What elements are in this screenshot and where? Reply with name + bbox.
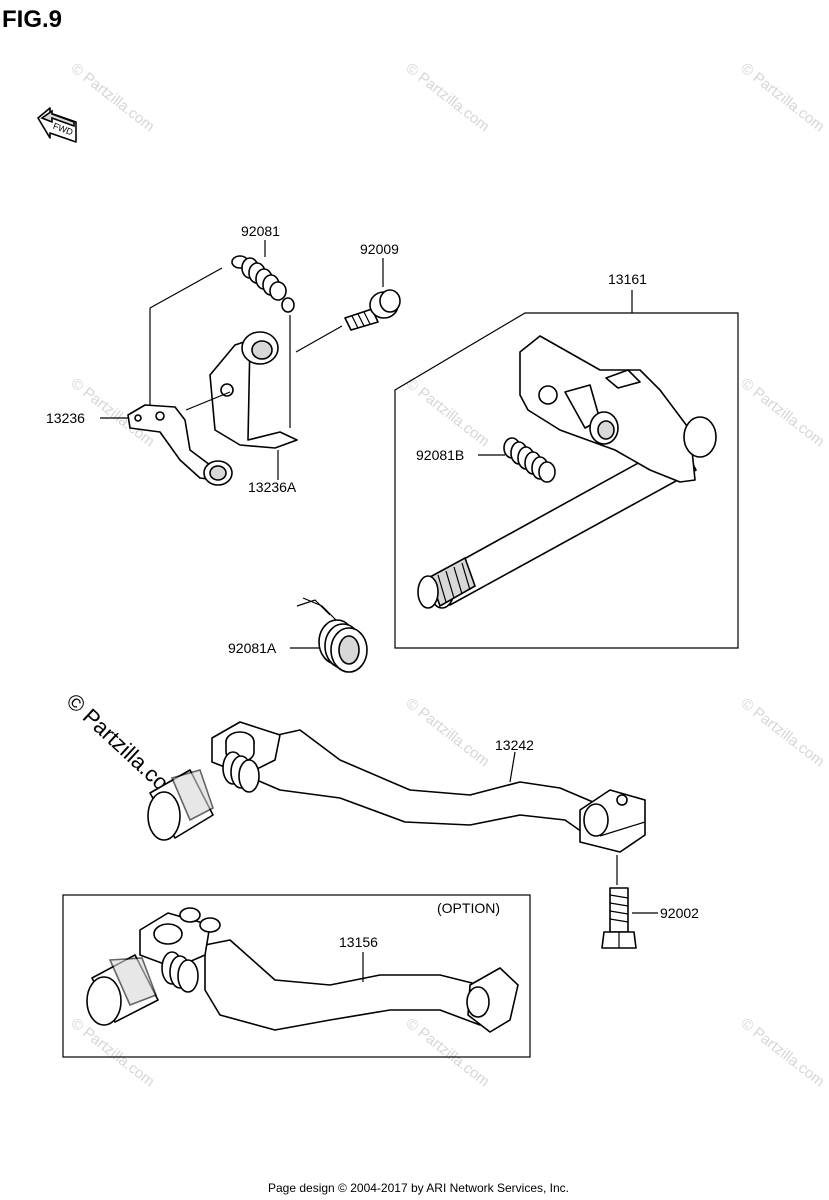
watermark: © Partzilla.com	[738, 1015, 828, 1091]
part-label-92009: 92009	[360, 241, 399, 257]
option-label: (OPTION)	[437, 900, 500, 916]
assembly-box-13161	[394, 312, 739, 649]
bracket-13236A	[209, 331, 298, 449]
assembly-line	[295, 325, 343, 353]
assembly-line	[185, 391, 231, 411]
leader-13242	[509, 751, 516, 783]
spring-92081B	[503, 437, 556, 483]
option-box	[62, 894, 531, 1058]
assembly-line	[149, 267, 223, 309]
watermark: © Partzilla.com	[403, 60, 493, 136]
spring-92081A	[296, 597, 368, 673]
part-label-92002: 92002	[660, 905, 699, 921]
part-label-92081A: 92081A	[228, 640, 277, 656]
watermark: © Partzilla.com	[403, 1015, 493, 1091]
part-label-13242: 13242	[495, 737, 534, 753]
part-label-13156: 13156	[339, 934, 378, 950]
watermark: © Partzilla.com	[403, 695, 493, 771]
watermark: © Partzilla.com	[403, 375, 493, 451]
watermark: © Partzilla.com	[738, 695, 828, 771]
shift-pedal-13242	[147, 721, 646, 853]
spring-92081	[231, 255, 295, 313]
watermark: © Partzilla.com	[738, 375, 828, 451]
footer-credit: Page design © 2004-2017 by ARI Network S…	[268, 1181, 569, 1195]
watermark: © Partzilla.com	[68, 60, 158, 136]
watermark: © Partzilla.com	[68, 1015, 158, 1091]
part-label-13236A: 13236A	[248, 479, 297, 495]
figure-title: FIG.9	[2, 6, 62, 33]
bolt-92009	[344, 289, 401, 331]
part-label-92081B: 92081B	[416, 447, 464, 463]
part-label-13161: 13161	[608, 271, 647, 287]
watermark: © Partzilla.com	[738, 60, 828, 136]
bolt-92002	[601, 855, 637, 949]
fwd-arrow-icon: FWD	[37, 107, 77, 143]
part-label-13236: 13236	[46, 410, 85, 426]
part-label-92081: 92081	[241, 223, 280, 239]
shift-shaft-13161	[417, 335, 717, 609]
lever-13236	[127, 404, 233, 486]
shift-pedal-13156	[86, 907, 519, 1033]
